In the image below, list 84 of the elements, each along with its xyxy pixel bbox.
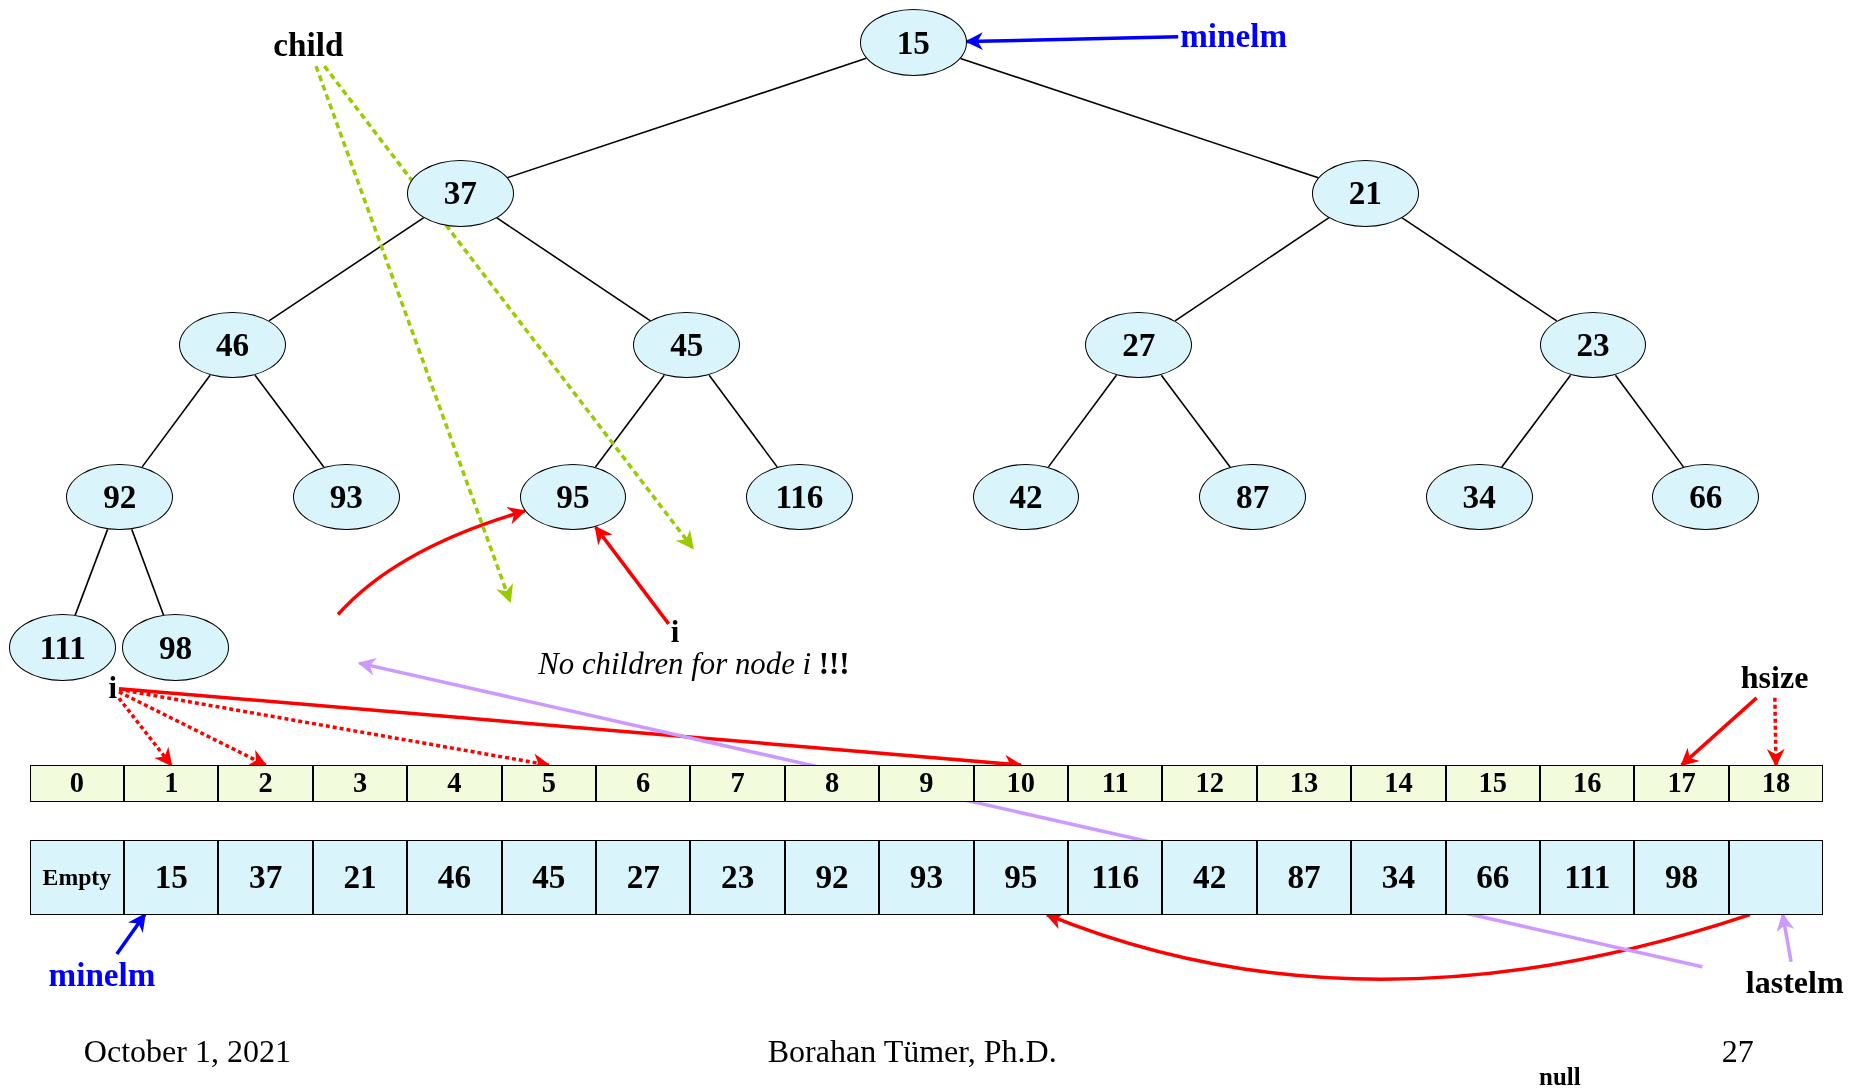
heap-node: 66 bbox=[1652, 463, 1760, 531]
index-cell: 1 bbox=[124, 765, 219, 802]
array-cell: 116 bbox=[1068, 839, 1163, 915]
arrow bbox=[1766, 697, 1785, 767]
index-cell: 4 bbox=[407, 765, 502, 802]
heap-node: 21 bbox=[1311, 160, 1419, 227]
array-cell: 98 bbox=[1634, 839, 1729, 915]
heap-node: 87 bbox=[1199, 463, 1306, 531]
heap-node: 42 bbox=[972, 463, 1080, 531]
array-cell: 21 bbox=[312, 839, 408, 915]
heap-node: 23 bbox=[1539, 311, 1647, 379]
heap-node: 93 bbox=[293, 463, 400, 531]
array-cell: 92 bbox=[784, 839, 880, 915]
array-cell: 45 bbox=[501, 839, 597, 915]
index-cell: 13 bbox=[1256, 765, 1352, 802]
tree-edge bbox=[708, 374, 778, 468]
tree-edge bbox=[1501, 374, 1572, 468]
heap-node: 34 bbox=[1425, 463, 1533, 531]
heap-node: 37 bbox=[406, 160, 514, 227]
arrow bbox=[336, 507, 527, 616]
index-cell: 15 bbox=[1445, 765, 1540, 802]
array-cell: 46 bbox=[407, 839, 502, 915]
heap-node: 46 bbox=[179, 311, 286, 379]
heap-node: 116 bbox=[746, 463, 853, 531]
tree-edge bbox=[254, 374, 325, 468]
index-cell: 14 bbox=[1351, 765, 1446, 802]
arrow bbox=[964, 32, 1179, 51]
tree-edge bbox=[1174, 216, 1330, 322]
tree-edge bbox=[594, 374, 666, 468]
arrow bbox=[594, 525, 671, 625]
index-cell: 16 bbox=[1540, 765, 1635, 802]
index-cell: 7 bbox=[690, 765, 785, 802]
arrow bbox=[1680, 696, 1758, 767]
pointer-label: hsize bbox=[1740, 658, 1809, 696]
array-cell: 23 bbox=[690, 839, 785, 915]
array-cell: 87 bbox=[1256, 839, 1352, 915]
array-cell: 27 bbox=[596, 839, 691, 915]
null-text: null bbox=[1539, 1063, 1581, 1090]
array-cell: 15 bbox=[124, 839, 219, 915]
tree-edge bbox=[268, 216, 425, 322]
array-cell: 66 bbox=[1445, 839, 1540, 915]
heap-node: 95 bbox=[519, 463, 627, 531]
arrow bbox=[314, 65, 513, 604]
tree-edge bbox=[1400, 216, 1558, 322]
pointer-label: child bbox=[273, 26, 344, 65]
array-cell: 42 bbox=[1162, 839, 1257, 915]
heap-node: 15 bbox=[860, 9, 967, 76]
index-cell: 5 bbox=[501, 765, 597, 802]
index-cell: 12 bbox=[1162, 765, 1257, 802]
tree-edge bbox=[495, 216, 652, 322]
arrow bbox=[118, 690, 268, 767]
index-cell: 17 bbox=[1634, 765, 1729, 802]
array-cell: 37 bbox=[218, 839, 313, 915]
index-cell: 10 bbox=[973, 765, 1068, 802]
index-cell: 2 bbox=[218, 765, 313, 802]
index-cell: 18 bbox=[1728, 765, 1824, 802]
pointer-label: minelm bbox=[1180, 16, 1288, 55]
heap-node: 92 bbox=[66, 463, 174, 531]
page-number: 27 bbox=[1721, 1032, 1754, 1070]
arrow bbox=[115, 913, 147, 956]
index-cell: 9 bbox=[879, 765, 974, 802]
heap-node: 98 bbox=[122, 614, 229, 681]
index-cell: 0 bbox=[29, 765, 125, 802]
arrow bbox=[117, 697, 173, 767]
heap-node: 27 bbox=[1085, 311, 1193, 379]
tree-edge bbox=[1047, 374, 1118, 468]
author-text: Borahan Tümer, Ph.D. bbox=[767, 1032, 1057, 1070]
tree-edge bbox=[141, 374, 211, 468]
index-cell: 11 bbox=[1068, 765, 1163, 802]
array-cell: 111 bbox=[1540, 839, 1635, 915]
pointer-label: lastelm bbox=[1745, 963, 1844, 1001]
array-cell: 95 bbox=[973, 839, 1068, 915]
tree-edge bbox=[1614, 374, 1685, 468]
heap-node: 45 bbox=[633, 311, 741, 379]
arrow bbox=[323, 65, 695, 550]
index-cell: 3 bbox=[312, 765, 408, 802]
pointer-label: minelm bbox=[48, 956, 156, 995]
date-text: October 1, 2021 bbox=[83, 1032, 291, 1070]
tree-edge bbox=[1160, 374, 1231, 468]
index-cell: 6 bbox=[596, 765, 691, 802]
array-cell: 34 bbox=[1351, 839, 1446, 915]
array-cell: 93 bbox=[879, 839, 974, 915]
index-cell: 8 bbox=[784, 765, 880, 802]
array-cell: Empty bbox=[29, 839, 125, 915]
